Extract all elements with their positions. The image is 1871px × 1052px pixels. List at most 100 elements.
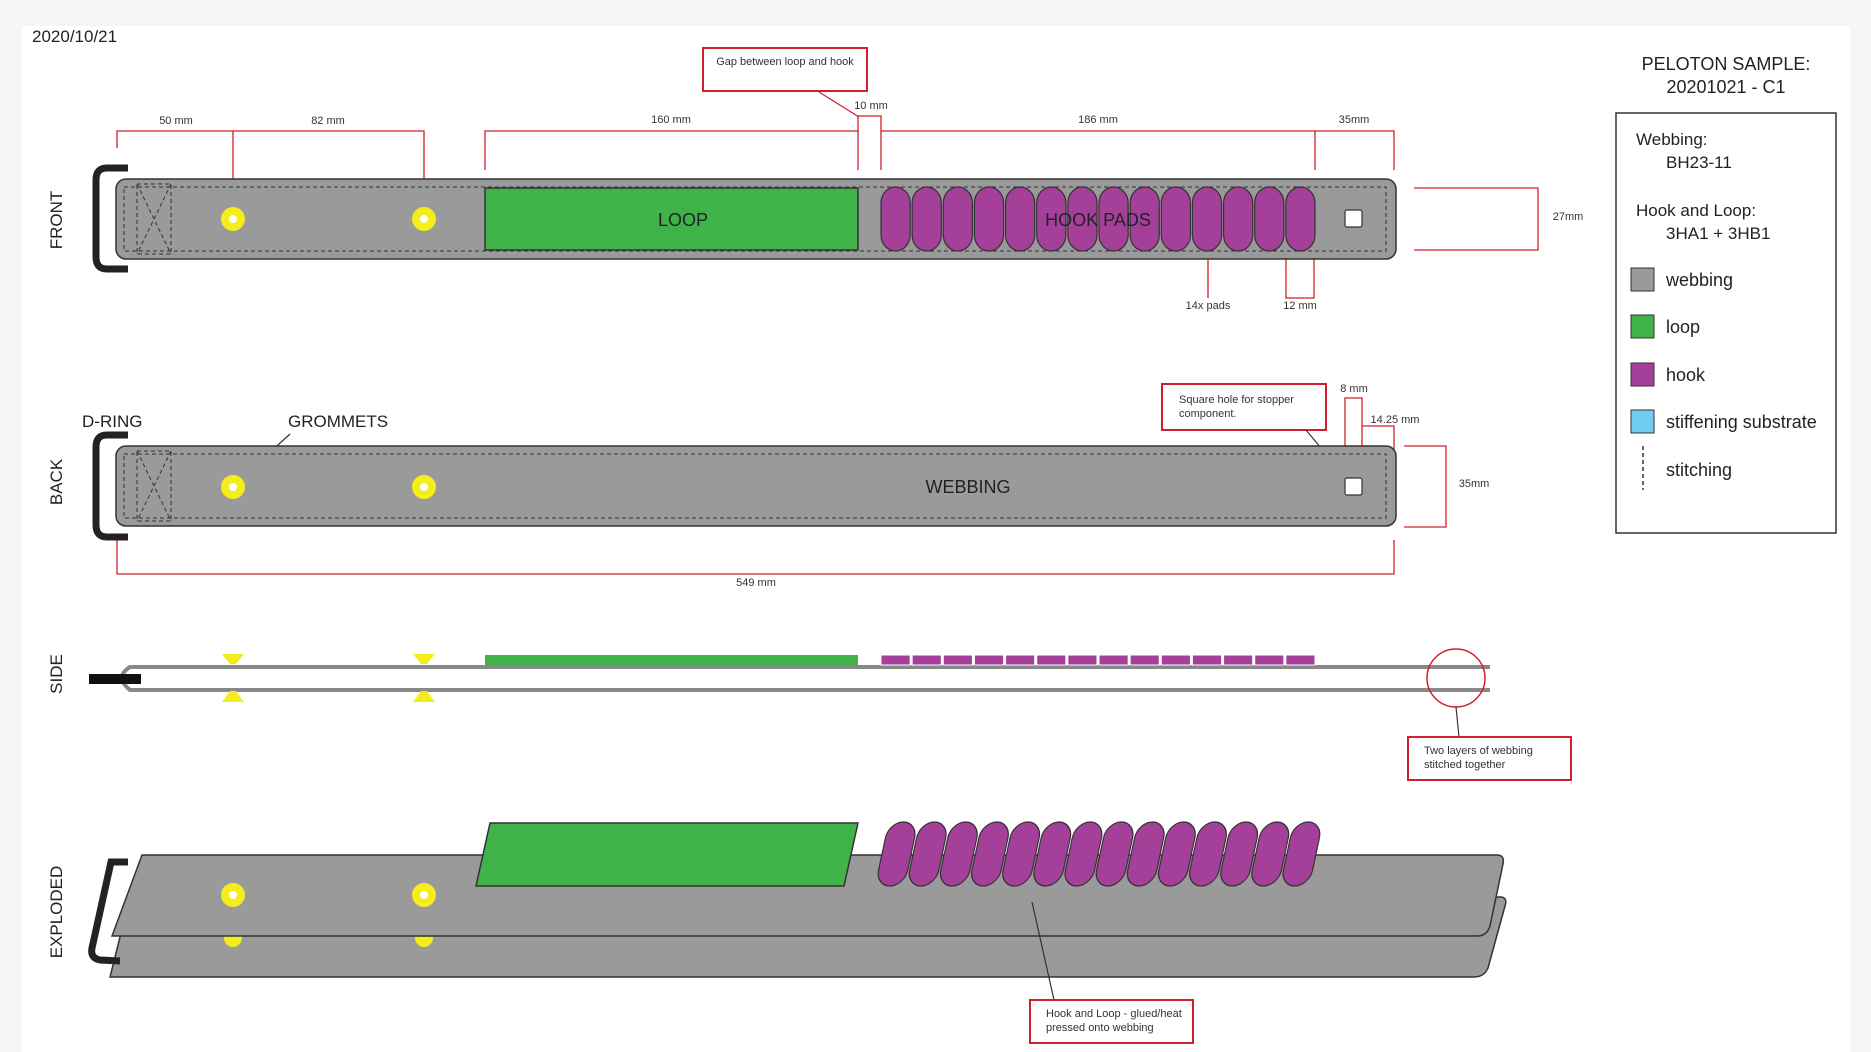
dim-35mm-front: 35mm [1339, 114, 1370, 126]
back-d-ring [92, 431, 128, 541]
side-hook-pad [1191, 654, 1223, 666]
side-hook-pad [880, 654, 911, 666]
legend-item-loop: loop [1666, 317, 1700, 337]
side-grommets [222, 654, 435, 702]
legend-item-stitching: stitching [1666, 460, 1732, 480]
back-dimensions [116, 397, 1447, 575]
back-grommet-2-hole [420, 483, 428, 491]
legend-hookloop-label: Hook and Loop: [1636, 201, 1756, 220]
exploded-grommet-2-hole [420, 891, 428, 899]
legend-swatch-loop [1630, 314, 1655, 339]
legend-webbing-label: Webbing: [1636, 130, 1708, 149]
exploded-hook-pad [1064, 821, 1103, 887]
back-grommet-1-hole [229, 483, 237, 491]
front-hook-pad [880, 186, 911, 252]
front-stitching [123, 186, 1387, 252]
front-hook-pad [1191, 186, 1223, 252]
back-stitching [123, 453, 1387, 519]
square-hole-callout-line2: component. [1179, 408, 1236, 420]
view-label-front: FRONT [47, 191, 66, 250]
loop-label: LOOP [658, 210, 708, 230]
dim-549mm: 549 mm [736, 577, 776, 589]
dim-27mm: 27mm [1553, 211, 1584, 223]
legend-swatch-stiffening [1630, 409, 1655, 434]
view-label-side: SIDE [47, 654, 66, 694]
dim-14-25mm: 14.25 mm [1371, 414, 1420, 426]
dim-160mm: 160 mm [651, 114, 691, 126]
side-hook-pad [1129, 654, 1160, 666]
exploded-hook-pad [1251, 821, 1290, 887]
legend-item-stiffening: stiffening substrate [1666, 412, 1817, 432]
exploded-hook-pad [877, 821, 916, 887]
front-grommet-2-hole [420, 215, 428, 223]
exploded-d-ring [88, 858, 128, 965]
two-layers-callout-line2: stitched together [1424, 759, 1506, 771]
exploded-hook-pad [908, 821, 947, 887]
dim-10mm: 10 mm [854, 100, 888, 112]
front-hook-pad [1004, 186, 1036, 252]
side-d-ring [89, 674, 141, 684]
exploded-hook-pad [971, 821, 1009, 887]
legend-swatch-hook [1630, 362, 1655, 387]
front-hook-pad [1098, 186, 1129, 252]
legend-webbing-value: BH23-11 [1666, 153, 1732, 172]
sample-code: 20201021 - C1 [1666, 77, 1785, 97]
back-strap [115, 445, 1397, 527]
legend: Webbing: BH23-11 Hook and Loop: 3HA1 + 3… [1615, 112, 1837, 534]
legend-swatch-webbing [1630, 267, 1655, 292]
exploded-hook-pad [1220, 821, 1259, 887]
front-d-ring [92, 164, 128, 273]
glued-leader [1031, 901, 1055, 1001]
side-hook-pad [1254, 654, 1285, 666]
exploded-hook-pad [1002, 821, 1041, 887]
dim-35mm-back: 35mm [1459, 478, 1490, 490]
legend-hookloop-value: 3HA1 + 3HB1 [1666, 224, 1770, 243]
side-hook-pad [1285, 654, 1316, 666]
two-layers-callout-box [1407, 736, 1572, 781]
side-loop [485, 655, 858, 665]
view-label-back: BACK [47, 458, 66, 505]
front-hook-pads [880, 186, 1316, 252]
gap-callout-box [702, 47, 868, 92]
pads-count-note: 14x pads [1186, 300, 1231, 312]
exploded-grommet-1-hole [229, 891, 237, 899]
side-detail-leader [1455, 706, 1460, 738]
two-layers-callout-line1: Two layers of webbing [1424, 745, 1533, 757]
front-hook-pad [1222, 186, 1254, 252]
side-hook-pad [911, 654, 942, 666]
sample-title: PELOTON SAMPLE: [1642, 54, 1811, 74]
side-hook-pad [942, 654, 973, 666]
exploded-hook-pad [1033, 821, 1072, 887]
back-view: D-RING GROMMETS Square hole for stopper … [82, 383, 1489, 589]
side-hook-pad [1067, 654, 1098, 666]
front-grommet-1-hole [229, 215, 237, 223]
glued-callout-line1: Hook and Loop - glued/heat [1046, 1008, 1182, 1020]
front-hook-pad [1285, 186, 1316, 252]
dim-50mm: 50 mm [159, 115, 193, 127]
front-stopper-hole [1344, 209, 1363, 228]
square-hole-callout-line1: Square hole for stopper [1179, 394, 1294, 406]
glued-callout-line2: pressed onto webbing [1046, 1022, 1154, 1034]
exploded-hook-pad [1095, 821, 1134, 887]
front-hook-pad [942, 186, 974, 252]
dim-186mm: 186 mm [1078, 114, 1118, 126]
front-hook-pad [1129, 186, 1160, 252]
front-hook-pad [1036, 186, 1067, 252]
front-hook-pad [1160, 186, 1192, 252]
front-hook-pad [1254, 186, 1285, 252]
glued-callout-box [1029, 999, 1194, 1044]
exploded-hook-pad [1282, 821, 1321, 887]
side-hook-strip [880, 654, 1316, 666]
front-cross-stitch [136, 183, 172, 255]
side-hook-pad [1223, 654, 1254, 666]
side-hook-pad [1098, 654, 1129, 666]
side-hook-pad [973, 654, 1005, 666]
back-cross-stitch [136, 450, 172, 522]
dim-12mm: 12 mm [1283, 300, 1317, 312]
date: 2020/10/21 [32, 27, 117, 46]
exploded-hook-pad [1157, 821, 1196, 887]
d-ring-label: D-RING [82, 412, 142, 431]
grommets-label: GROMMETS [288, 412, 388, 431]
legend-item-hook: hook [1666, 365, 1706, 385]
